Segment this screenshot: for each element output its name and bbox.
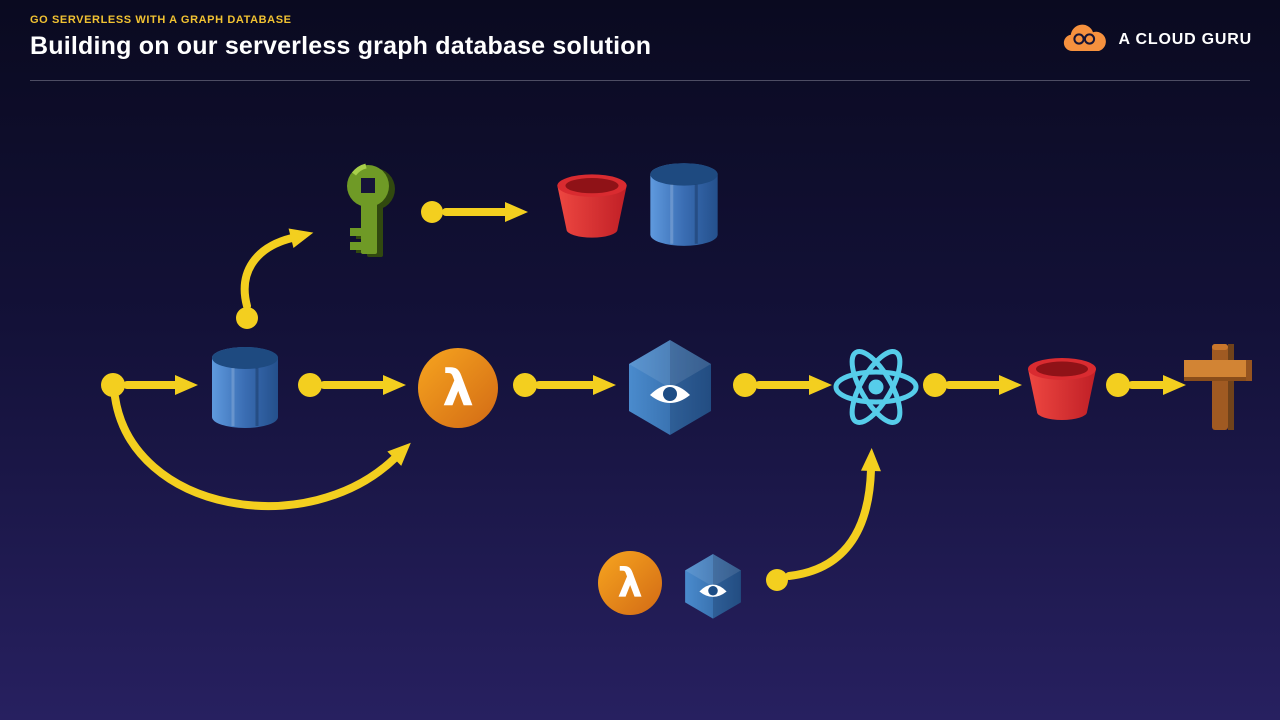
flow-dot [513, 373, 537, 397]
cloud-logo-icon [1063, 24, 1106, 51]
flow-arrow-curved [785, 448, 881, 580]
flow-dot [733, 373, 757, 397]
course-title: GO SERVERLESS WITH A GRAPH DATABASE [30, 14, 292, 26]
flow-dot [101, 373, 125, 397]
flow-arrow-curved [111, 393, 411, 510]
node-access-key [347, 165, 395, 257]
node-s3-bucket-top [557, 174, 627, 238]
flow-arrows [101, 201, 1186, 591]
brand-name: A CLOUD GURU [1118, 31, 1252, 48]
node-lambda-bottom [598, 551, 662, 615]
node-s3-bucket [1028, 358, 1096, 420]
flow-dot [421, 201, 443, 223]
flow-dot [1106, 373, 1130, 397]
flow-dot [236, 307, 258, 329]
node-appsync-bottom [685, 554, 741, 619]
node-react-app [836, 345, 916, 429]
node-lambda [418, 348, 498, 428]
node-signpost [1184, 344, 1252, 430]
node-database [210, 345, 280, 430]
flow-dot [298, 373, 322, 397]
node-appsync [629, 340, 711, 435]
flow-dot [923, 373, 947, 397]
flow-dot [766, 569, 788, 591]
page-title: Building on our serverless graph databas… [30, 32, 652, 60]
header: GO SERVERLESS WITH A GRAPH DATABASE Buil… [30, 14, 1250, 61]
flow-arrow-curved [240, 228, 314, 310]
header-divider [30, 80, 1250, 81]
brand-logo: A CLOUD GURU [1061, 24, 1252, 56]
node-database-top [648, 161, 720, 248]
